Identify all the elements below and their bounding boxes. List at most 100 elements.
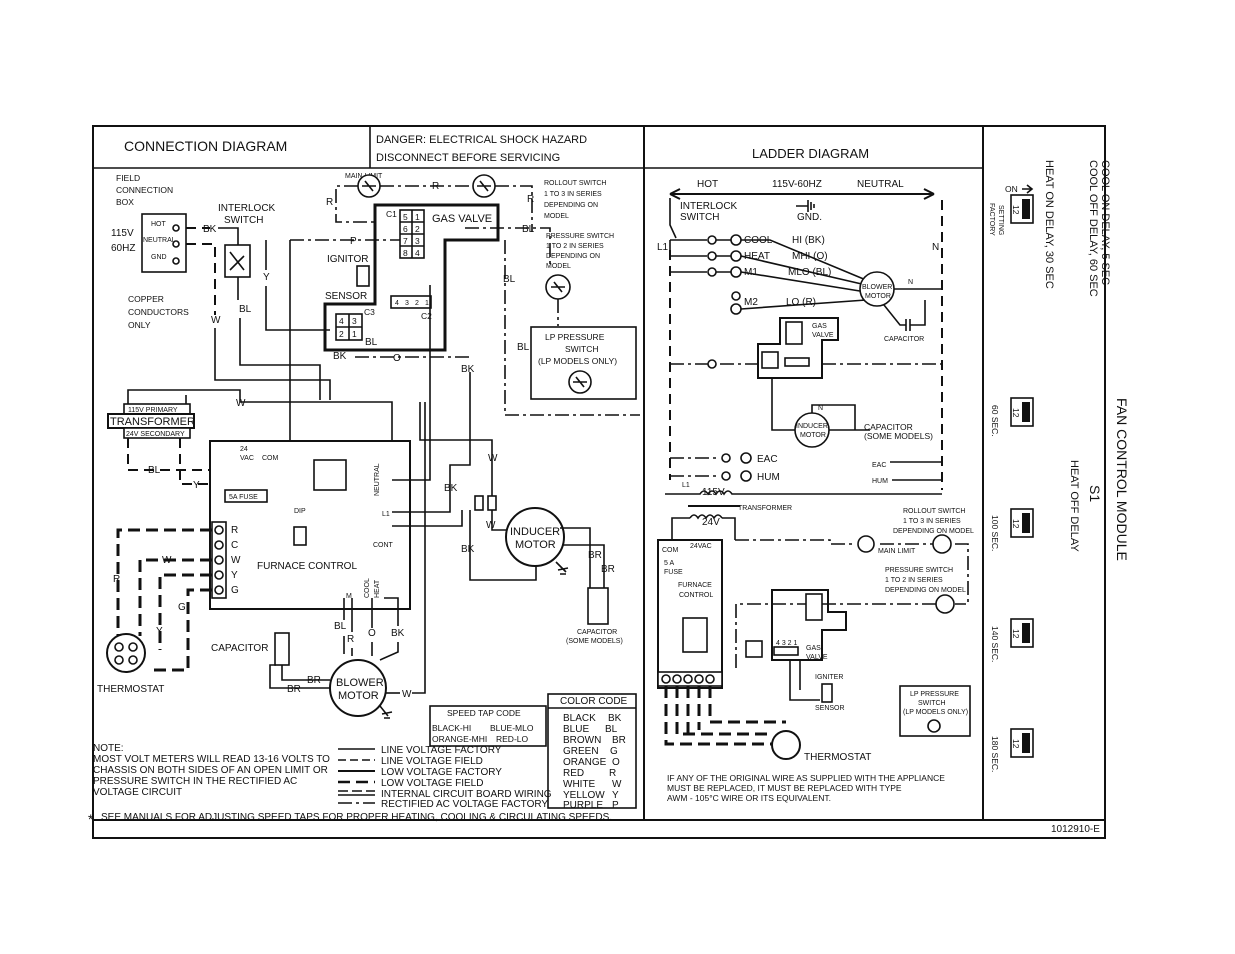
- transformer-secondary-label: 24V SECONDARY: [126, 431, 185, 438]
- terminal-g: G: [231, 585, 239, 596]
- speed-tap-box: [429, 705, 547, 747]
- board-dip-label: DIP: [294, 508, 306, 515]
- ladder-lp-1: LP PRESSURE: [910, 691, 959, 698]
- ladder-main-limit-label: MAIN LIMIT: [878, 548, 916, 555]
- ladder-pressure-drop: [955, 543, 969, 605]
- pressure-switch-contacts: [551, 281, 565, 293]
- legend-label-5: INTERNAL CIRCUIT BOARD WIRING: [381, 789, 552, 800]
- rollout-label-2: 1 TO 3 IN SERIES: [544, 191, 602, 198]
- ladder-speed-m1: M1: [744, 267, 758, 278]
- ladder-transformer-primary: [665, 490, 942, 496]
- diagram-frame: [92, 125, 1106, 839]
- color-code-code-7: W: [612, 779, 622, 790]
- ladder-inducer-cap-2: (SOME MODELS): [864, 431, 933, 441]
- ladder-fuse-1: 5 A: [664, 560, 674, 567]
- ignitor-plug: [356, 265, 370, 287]
- ladder-inducer-n: N: [818, 405, 823, 412]
- c1-pin-7: 7: [403, 236, 408, 246]
- rollout-label-3: DEPENDING ON: [544, 202, 598, 209]
- field-box-label-2: CONNECTION: [116, 185, 173, 195]
- copper-2: CONDUCTORS: [128, 307, 189, 317]
- dip-digits-140: 12: [1011, 629, 1021, 639]
- field-box-label-3: BOX: [116, 197, 134, 207]
- lp-label-1: LP PRESSURE: [545, 332, 605, 342]
- c3-pin-2: 2: [339, 329, 344, 339]
- ladder-blower-cap: [883, 300, 926, 331]
- lp-label-2: SWITCH: [565, 344, 599, 354]
- color-code-code-9: P: [612, 800, 619, 811]
- field-neutral: NEUTRAL: [143, 237, 176, 244]
- gas-valve-harness: [323, 203, 500, 352]
- main-limit-contacts: [362, 180, 376, 192]
- dip-digits-100: 12: [1011, 519, 1021, 529]
- wire-label-p: P: [350, 236, 357, 247]
- ladder-rollout-3: DEPENDING ON MODEL: [893, 528, 974, 535]
- lp-switch-contacts: [573, 376, 587, 388]
- thermostat-terminal-1: [114, 642, 124, 652]
- part-number: 1012910-E: [1051, 824, 1100, 835]
- ladder-furnace-control: [657, 539, 723, 689]
- interlock-label-2: SWITCH: [224, 215, 263, 226]
- ladder-eac-contact-1: [721, 453, 731, 463]
- legend-label-2: LINE VOLTAGE FIELD: [381, 756, 483, 767]
- wire-label-br-3: BR: [307, 675, 321, 686]
- ladder-gas-4: VALVE: [806, 654, 828, 661]
- dip-switch-factory: [1010, 194, 1034, 224]
- ladder-gnd: GND.: [797, 212, 822, 223]
- thermostat-terminal-strip: [211, 521, 227, 599]
- ladder-eac: EAC: [757, 454, 778, 465]
- fan-control-module: FAN CONTROL MODULE S1 HEAT OFF DELAY: [1068, 398, 1130, 561]
- footnote-text: SEE MANUALS FOR ADJUSTING SPEED TAPS FOR…: [101, 812, 612, 823]
- fan-cool-on: COOL ON DELAY, 5 SEC: [1099, 160, 1111, 285]
- ladder-speed-heat: HEAT: [744, 251, 770, 262]
- rollout-label-4: MODEL: [544, 213, 569, 220]
- ladder-neutral: NEUTRAL: [857, 179, 904, 190]
- danger-line-1: DANGER: ELECTRICAL SHOCK HAZARD: [376, 134, 587, 146]
- wire-bl-long: [504, 240, 640, 416]
- wire-label-bl-5: BL: [517, 342, 530, 353]
- ladder-l1: L1: [657, 242, 669, 253]
- ladder-title: LADDER DIAGRAM: [752, 146, 869, 161]
- ladder-sensor: SENSOR: [815, 705, 845, 712]
- field-gnd: GND: [151, 254, 167, 261]
- connection-title: CONNECTION DIAGRAM: [124, 138, 287, 154]
- wire-label-bk-6: BK: [391, 628, 405, 639]
- dip-digits-180: 12: [1011, 739, 1021, 749]
- ladder-blower-2: MOTOR: [865, 293, 891, 300]
- ladder-n: N: [932, 242, 939, 253]
- ladder-inducer-2: MOTOR: [800, 432, 826, 439]
- ladder-main-limit: [857, 535, 875, 553]
- blower-label-2: MOTOR: [338, 690, 379, 702]
- ladder-gas-plug-4: [805, 593, 823, 621]
- board-dip-switch: [293, 526, 307, 546]
- thermostat-symbol: [106, 633, 146, 673]
- fan-heat-on: HEAT ON DELAY, 30 SEC: [1043, 160, 1055, 289]
- ladder-rollout-1: ROLLOUT SWITCH: [903, 508, 966, 515]
- ladder-interlock-1: INTERLOCK: [680, 201, 738, 212]
- legend-label-4: LOW VOLTAGE FIELD: [381, 778, 483, 789]
- ladder-gas-2: VALVE: [812, 332, 834, 339]
- ladder-lp-3: (LP MODELS ONLY): [903, 709, 968, 716]
- inducer-motor: [505, 507, 565, 567]
- ladder-pressure-1: PRESSURE SWITCH: [885, 567, 953, 574]
- wire-inducer-w-2: [491, 510, 506, 531]
- pressure-label-4: MODEL: [546, 263, 571, 270]
- ladder-inducer-neutral: [811, 404, 870, 431]
- color-code-box: [547, 693, 637, 809]
- ladder-hum-contact-2: [740, 470, 752, 482]
- color-code-name-5: ORANGE: [563, 757, 607, 768]
- ladder-blower-1: BLOWER: [862, 284, 892, 291]
- color-code-name-1: BLACK: [563, 713, 596, 724]
- thermostat-terminal-3: [114, 655, 124, 665]
- ladder-capacitor: CAPACITOR: [884, 336, 924, 343]
- wire-blower-bundle: [343, 636, 399, 661]
- board-fuse-label: 5A FUSE: [229, 494, 258, 501]
- wire-tstat-y: [158, 573, 212, 650]
- board-m: M: [346, 593, 352, 600]
- wire-label-r-1: R: [432, 181, 439, 192]
- fan-on-arrow: [1022, 184, 1034, 194]
- wire-label-w-2: W: [236, 398, 246, 409]
- wire-label-bl-7: BL: [334, 621, 347, 632]
- ladder-l1-2: L1: [682, 482, 690, 489]
- supply-hz: 60HZ: [111, 243, 135, 254]
